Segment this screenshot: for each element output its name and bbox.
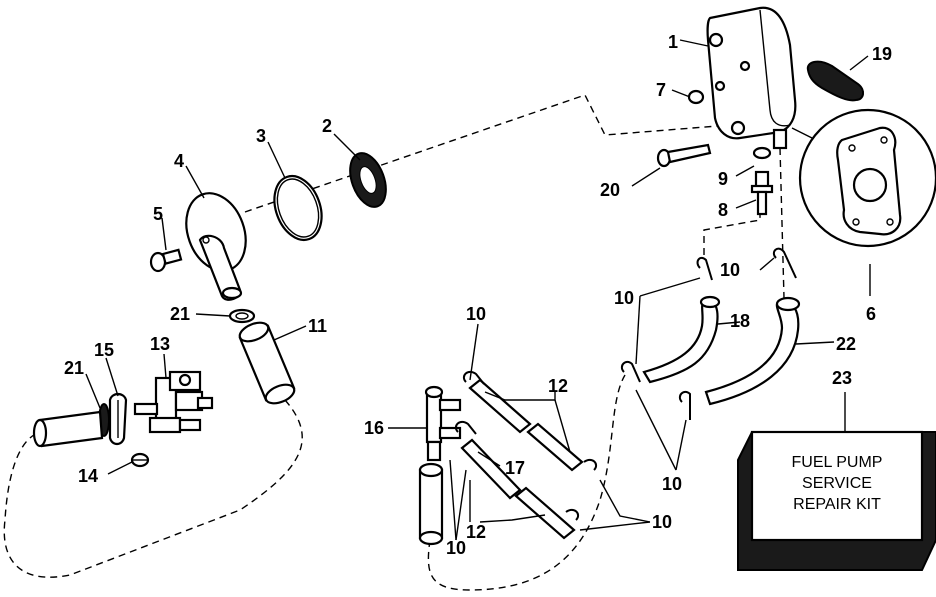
callout-11: 11 xyxy=(308,316,327,336)
hoses-12 xyxy=(460,378,584,540)
callout-2: 2 xyxy=(322,116,332,136)
callout-21-upper: 21 xyxy=(170,304,190,324)
callout-14: 14 xyxy=(78,466,98,486)
callouts: 1 2 3 4 5 6 7 8 9 10 10 10 10 10 10 11 1… xyxy=(64,32,892,558)
callout-22: 22 xyxy=(836,334,856,354)
callout-5: 5 xyxy=(153,204,163,224)
o-ring-7 xyxy=(687,89,705,105)
callout-9: 9 xyxy=(718,169,728,189)
callout-10-clip-top: 10 xyxy=(466,304,486,324)
fuel-line-vertical xyxy=(418,462,444,546)
fuel-line-left xyxy=(32,410,104,448)
fuel-pump-body xyxy=(706,6,797,150)
callout-15: 15 xyxy=(94,340,114,360)
callout-7: 7 xyxy=(656,80,666,100)
alignment-lines xyxy=(3,94,785,591)
hose-18 xyxy=(642,295,721,384)
callout-3: 3 xyxy=(256,126,266,146)
bracket-15 xyxy=(108,392,128,446)
callout-10-clip-middle: 10 xyxy=(662,474,682,494)
callout-10-clip-lower-right: 10 xyxy=(652,512,672,532)
kit-label-line2: SERVICE xyxy=(802,475,872,492)
gasket-detail xyxy=(791,108,936,248)
callout-12-lower: 12 xyxy=(466,522,486,542)
callout-10-clip-bottom: 10 xyxy=(446,538,466,558)
callout-6: 6 xyxy=(866,304,876,324)
callout-12-upper: 12 xyxy=(548,376,568,396)
callout-20: 20 xyxy=(600,180,620,200)
pump-cover-4 xyxy=(185,192,247,301)
hose-22 xyxy=(704,296,801,406)
gasket-small xyxy=(806,60,864,102)
screw-20 xyxy=(656,143,712,168)
clips-10 xyxy=(454,247,797,521)
screw-14 xyxy=(130,452,150,468)
callout-19: 19 xyxy=(872,44,892,64)
o-ring-3 xyxy=(273,174,323,242)
kit-label-line1: FUEL PUMP xyxy=(792,454,883,471)
callout-23: 23 xyxy=(832,368,852,388)
callout-16: 16 xyxy=(364,418,384,438)
t-fitting-16 xyxy=(424,385,462,462)
repair-kit-box: FUEL PUMP SERVICE REPAIR KIT xyxy=(737,430,936,571)
washer-9 xyxy=(752,146,772,160)
callout-8: 8 xyxy=(718,200,728,220)
callout-1: 1 xyxy=(668,32,678,52)
filter-11 xyxy=(238,321,296,405)
callout-10-clip-upper-left: 10 xyxy=(614,288,634,308)
kit-label-line3: REPAIR KIT xyxy=(793,496,881,513)
callout-13: 13 xyxy=(150,334,170,354)
callout-17: 17 xyxy=(505,458,525,478)
screw-5 xyxy=(149,248,183,273)
callout-18: 18 xyxy=(730,311,750,331)
diaphragm-2 xyxy=(349,152,387,208)
callout-4: 4 xyxy=(174,151,184,171)
clamp-21-upper xyxy=(228,308,256,324)
callout-21-lower: 21 xyxy=(64,358,84,378)
fuel-fitting-13 xyxy=(133,370,214,434)
leader-lines xyxy=(85,39,871,541)
callout-10-clip-upper-right: 10 xyxy=(720,260,740,280)
fitting-8 xyxy=(750,170,774,216)
